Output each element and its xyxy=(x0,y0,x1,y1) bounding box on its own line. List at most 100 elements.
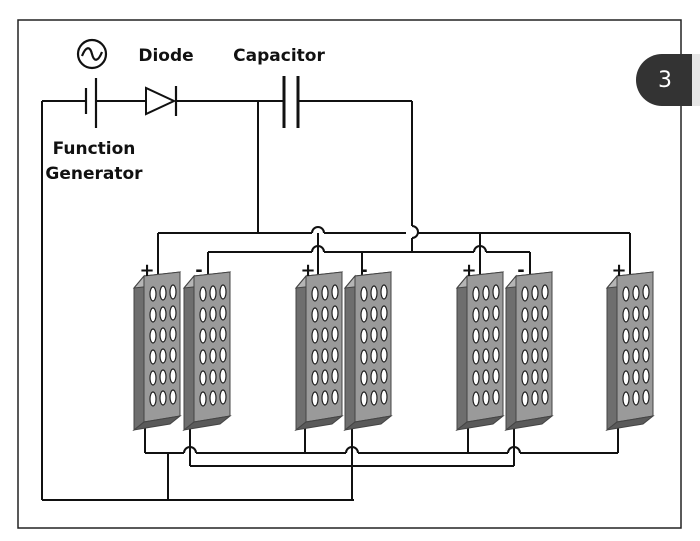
plate-slot xyxy=(522,329,528,343)
electrode-plate xyxy=(345,272,391,430)
polarity-sign: + xyxy=(461,260,476,281)
plate-slot xyxy=(312,287,318,301)
electrode-plate xyxy=(134,272,180,430)
plate-slot xyxy=(160,307,166,321)
page-number: 3 xyxy=(658,68,672,93)
plate-slot xyxy=(200,350,206,364)
plate-slot xyxy=(332,306,338,320)
plate-slot xyxy=(210,349,216,363)
plate-slot xyxy=(643,390,649,404)
electrode-plate xyxy=(296,272,342,430)
plate-slot xyxy=(623,329,629,343)
capacitor-label: Capacitor xyxy=(233,46,325,66)
plate-slot xyxy=(332,285,338,299)
plate-slot xyxy=(483,286,489,300)
plate-slot xyxy=(371,349,377,363)
plate-slot xyxy=(473,308,479,322)
plate-slot xyxy=(483,349,489,363)
plate-slot xyxy=(371,286,377,300)
plate-slot xyxy=(170,369,176,383)
capacitor-icon xyxy=(284,76,298,128)
ac-source-icon xyxy=(78,40,106,68)
polarity-sign: - xyxy=(517,260,524,281)
plate-slot xyxy=(542,390,548,404)
plate-slot xyxy=(361,308,367,322)
plate-slot xyxy=(312,371,318,385)
plate-slot xyxy=(633,370,639,384)
plate-slot xyxy=(381,390,387,404)
plate-slot xyxy=(322,307,328,321)
plate-slot xyxy=(483,307,489,321)
plate-slot xyxy=(483,391,489,405)
plate-slot xyxy=(532,307,538,321)
polarity-sign: + xyxy=(611,260,626,281)
plate-slot xyxy=(322,391,328,405)
plate-slot xyxy=(361,392,367,406)
plate-slot xyxy=(522,350,528,364)
plate-slot xyxy=(381,285,387,299)
plate-slot xyxy=(371,391,377,405)
plate-slot xyxy=(150,392,156,406)
plate-slot xyxy=(542,285,548,299)
electrode-plate xyxy=(184,272,230,430)
plate-slot xyxy=(493,369,499,383)
plate-slot xyxy=(493,348,499,362)
plate-slot xyxy=(210,307,216,321)
plate-slot xyxy=(150,308,156,322)
plate-slot xyxy=(361,287,367,301)
plate-slot xyxy=(532,328,538,342)
plate-slot xyxy=(332,369,338,383)
plate-slot xyxy=(210,391,216,405)
plate-slot xyxy=(150,371,156,385)
plate-slot xyxy=(522,371,528,385)
plate-slot xyxy=(170,306,176,320)
plate-slot xyxy=(633,391,639,405)
plate-slot xyxy=(361,371,367,385)
plate-slot xyxy=(371,328,377,342)
plate-slot xyxy=(493,327,499,341)
plate-slot xyxy=(532,391,538,405)
plate-slot xyxy=(170,348,176,362)
plate-slot xyxy=(493,390,499,404)
plate-slot xyxy=(160,286,166,300)
plate-slot xyxy=(522,308,528,322)
plate-slot xyxy=(381,369,387,383)
plate-slot xyxy=(150,350,156,364)
plate-slot xyxy=(493,306,499,320)
plate-slot xyxy=(633,349,639,363)
plate-slot xyxy=(150,329,156,343)
plate-slot xyxy=(322,328,328,342)
plate-slot xyxy=(160,349,166,363)
plate-slot xyxy=(633,286,639,300)
plate-slot xyxy=(623,287,629,301)
plate-slot xyxy=(542,348,548,362)
plate-slot xyxy=(473,329,479,343)
plate-slot xyxy=(643,327,649,341)
plate-slot xyxy=(361,329,367,343)
plate-slot xyxy=(322,349,328,363)
plate-slot xyxy=(623,392,629,406)
plate-slot xyxy=(483,370,489,384)
plate-slot xyxy=(542,327,548,341)
electrode-plate xyxy=(457,272,503,430)
plate-slot xyxy=(623,371,629,385)
plate-slot xyxy=(322,286,328,300)
function-generator-label-line1: Function xyxy=(53,139,136,159)
plate-slot xyxy=(210,328,216,342)
plate-slot xyxy=(332,390,338,404)
electrode-plate xyxy=(506,272,552,430)
diode-label: Diode xyxy=(138,46,193,66)
plate-slot xyxy=(170,390,176,404)
plate-slot xyxy=(312,350,318,364)
plate-slot xyxy=(160,328,166,342)
plate-slot xyxy=(381,327,387,341)
polarity-sign: + xyxy=(300,260,315,281)
plate-slot xyxy=(361,350,367,364)
plate-slot xyxy=(220,327,226,341)
electrode-plate xyxy=(607,272,653,430)
plate-slot xyxy=(332,348,338,362)
plate-slot xyxy=(542,306,548,320)
plate-slot xyxy=(623,308,629,322)
polarity-sign: - xyxy=(360,260,367,281)
